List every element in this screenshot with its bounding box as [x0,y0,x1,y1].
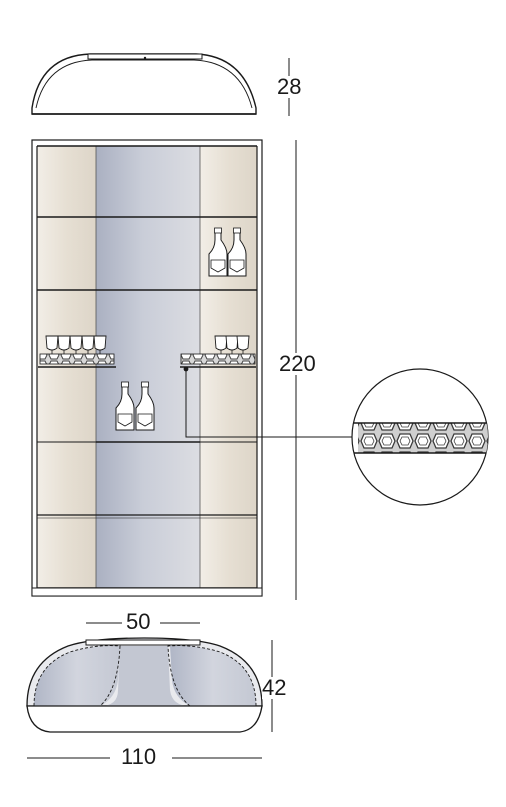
front-elevation [31,139,352,597]
inner-width-label: 50 [124,609,153,634]
glass-shelf-left [38,335,116,368]
shelves [37,216,257,519]
decorative-pattern-detail [351,368,489,506]
top-plan-view [31,53,257,115]
outer-width-label: 110 [118,746,160,768]
top-depth-label: 28 [277,74,302,99]
bottom-plan-view [26,637,263,733]
glass-shelf-right [180,335,256,368]
depth-label: 42 [262,675,287,700]
height-label: 220 [279,351,316,376]
